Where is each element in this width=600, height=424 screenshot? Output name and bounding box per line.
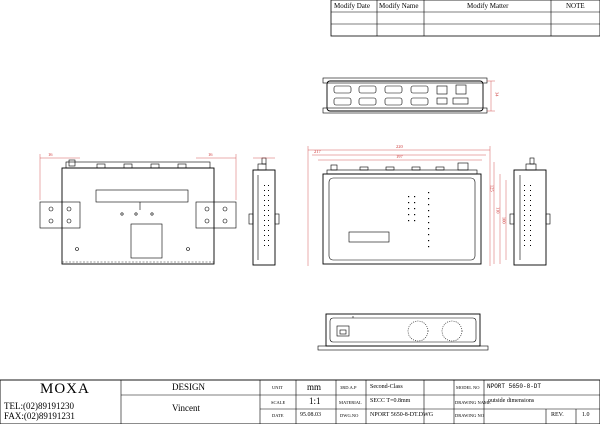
drawing-name-label: DRAWING NAME	[455, 400, 491, 405]
company-tel: TEL:(02)89191230	[4, 401, 74, 411]
fan-grille-left	[407, 320, 429, 342]
third-ap-label: 3RD.A.P	[340, 385, 357, 390]
dim-front-h-c: 100	[501, 216, 507, 224]
scale-label: SCALE	[271, 400, 286, 405]
db9-connectors-upper	[333, 85, 429, 94]
side-view-right	[509, 157, 551, 266]
drawing-no-label: DRAWING NO	[455, 413, 485, 418]
rev-header-note: NOTE	[566, 2, 585, 10]
rev-header-modify-name: Modify Name	[379, 2, 419, 10]
rev-label: REV.	[551, 412, 564, 418]
dim-front-a: 220	[396, 144, 403, 149]
dim-front-h-a: 125	[489, 184, 495, 192]
rj45-front-port	[336, 325, 350, 337]
company-fax: FAX:(02)89191231	[4, 411, 75, 421]
fan-grille-right	[441, 320, 463, 342]
rev-header-modify-matter: Modify Matter	[467, 2, 509, 10]
company-name: MOXA	[40, 381, 90, 397]
back-view	[39, 154, 237, 265]
design-label: DESIGN	[172, 382, 205, 392]
led-indicator-dots	[408, 192, 430, 248]
rj45-port	[436, 85, 448, 95]
material-label: MATERIAL	[339, 400, 362, 405]
mount-bracket-right	[195, 201, 237, 229]
scale-value: 1:1	[309, 396, 321, 406]
terminal-block	[452, 97, 469, 105]
date-label: DATE	[272, 413, 284, 418]
dim-front-h-b: 110	[495, 206, 501, 214]
top-view-rear-panel	[322, 77, 495, 114]
dwgno-value: NPORT 5650-8-DT.DWG	[370, 412, 434, 418]
model-no-value: NPORT 5650-8-DT	[487, 383, 542, 390]
title-block	[0, 379, 600, 424]
side-view-left	[248, 157, 280, 266]
db9-connectors-lower	[333, 97, 429, 106]
revision-table	[330, 0, 600, 37]
mount-bracket-left	[39, 201, 81, 229]
dim-left-b: 16	[208, 152, 213, 157]
unit-value: mm	[307, 382, 322, 392]
vent-dots-right	[524, 185, 531, 246]
rev-value: 1.0	[582, 412, 590, 418]
dim-top-height: 34	[494, 92, 500, 97]
date-value: 95.08.03	[300, 412, 321, 418]
drawing-name-value: outside dimensions	[488, 398, 535, 404]
front-view	[307, 146, 507, 266]
rev-header-modify-date: Modify Date	[334, 2, 370, 10]
label-window	[348, 231, 390, 243]
dim-left-a: 16	[48, 152, 53, 157]
dim-front-b: 217	[314, 149, 321, 154]
designer-name: Vincent	[172, 403, 200, 413]
unit-label: UNIT	[272, 385, 283, 390]
material-value: SECC T=0.8mm	[370, 398, 411, 404]
bottom-view-front-panel	[317, 313, 489, 351]
vent-dots-left	[264, 185, 269, 246]
dwgno-label: DWG.NO	[340, 413, 359, 418]
third-ap-value: Second-Class	[370, 384, 403, 390]
power-jack	[455, 84, 467, 95]
model-no-label: MODEL NO	[456, 385, 480, 390]
dim-front-c: 197	[396, 154, 403, 159]
